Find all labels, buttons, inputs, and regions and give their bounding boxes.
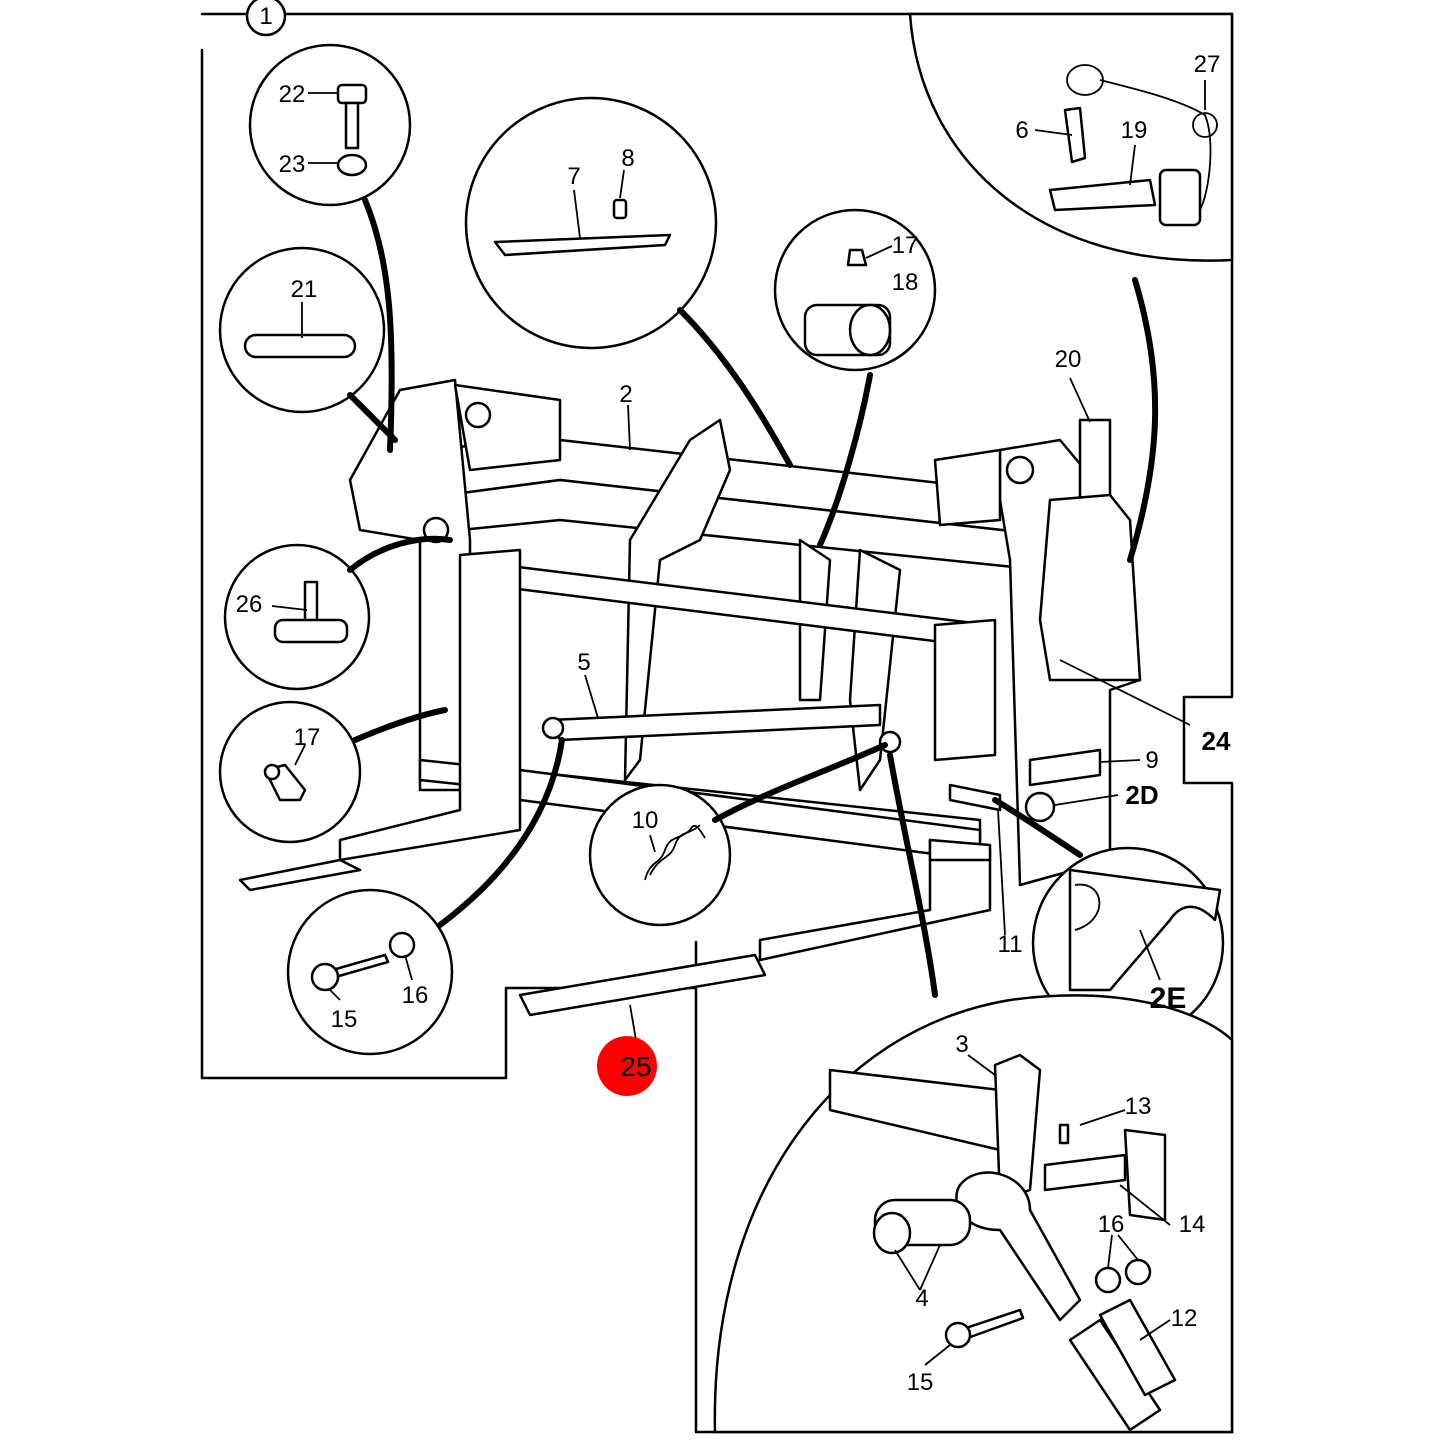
detail-hook-2E bbox=[992, 797, 1225, 1040]
callout-11: 11 bbox=[998, 931, 1023, 958]
callout-4: 4 bbox=[915, 1285, 928, 1312]
callout-9: 9 bbox=[1145, 747, 1158, 774]
callout-5: 5 bbox=[577, 649, 590, 676]
callout-27: 27 bbox=[1194, 51, 1221, 78]
callout-25: 25 bbox=[620, 1051, 651, 1082]
callout-labels: 2 2D 2E 3 4 5 6 7 8 9 10 11 12 13 14 15 … bbox=[236, 51, 1231, 1396]
callout-2D: 2D bbox=[1125, 780, 1158, 810]
fork-carriage-frame bbox=[238, 378, 1142, 1017]
detail-plate-7-8 bbox=[464, 96, 793, 468]
callout-15b: 15 bbox=[907, 1369, 934, 1396]
detail-bolt-15-16 bbox=[286, 737, 565, 1056]
callout-26: 26 bbox=[236, 591, 263, 618]
callout-17b: 17 bbox=[294, 724, 321, 751]
callout-3: 3 bbox=[955, 1031, 968, 1058]
callout-2: 2 bbox=[619, 381, 632, 408]
callout-18: 18 bbox=[892, 269, 919, 296]
callout-19: 19 bbox=[1121, 117, 1148, 144]
detail-bush-17-18 bbox=[773, 208, 937, 548]
detail-bolt-nut bbox=[248, 43, 412, 453]
detail-tee-26 bbox=[223, 535, 453, 691]
callout-23: 23 bbox=[279, 151, 306, 178]
callout-13: 13 bbox=[1125, 1093, 1152, 1120]
sheet-marker: 1 bbox=[259, 3, 272, 30]
callout-22: 22 bbox=[279, 81, 306, 108]
detail-pin-chain bbox=[908, 12, 1234, 563]
callout-16b: 16 bbox=[1098, 1211, 1125, 1238]
main-pointers bbox=[584, 377, 1191, 1041]
detail-grease-nipple-17 bbox=[218, 700, 448, 844]
highlight-marker-25 bbox=[597, 1036, 657, 1096]
callout-21: 21 bbox=[291, 276, 318, 303]
detail-pin-21 bbox=[218, 246, 398, 443]
callout-20: 20 bbox=[1055, 346, 1082, 373]
callout-7: 7 bbox=[567, 163, 580, 190]
callout-14: 14 bbox=[1179, 1211, 1206, 1238]
callout-2E: 2E bbox=[1150, 982, 1187, 1015]
callout-24: 24 bbox=[1202, 726, 1231, 756]
callout-12: 12 bbox=[1171, 1305, 1198, 1332]
callout-10: 10 bbox=[632, 807, 659, 834]
callout-8: 8 bbox=[621, 145, 634, 172]
detail-spring-10 bbox=[588, 742, 888, 927]
callout-6: 6 bbox=[1015, 117, 1028, 144]
callout-17a: 17 bbox=[892, 232, 919, 259]
callout-15a: 15 bbox=[331, 1006, 358, 1033]
detail-lever-assembly bbox=[713, 752, 1234, 1434]
callout-16a: 16 bbox=[402, 982, 429, 1009]
